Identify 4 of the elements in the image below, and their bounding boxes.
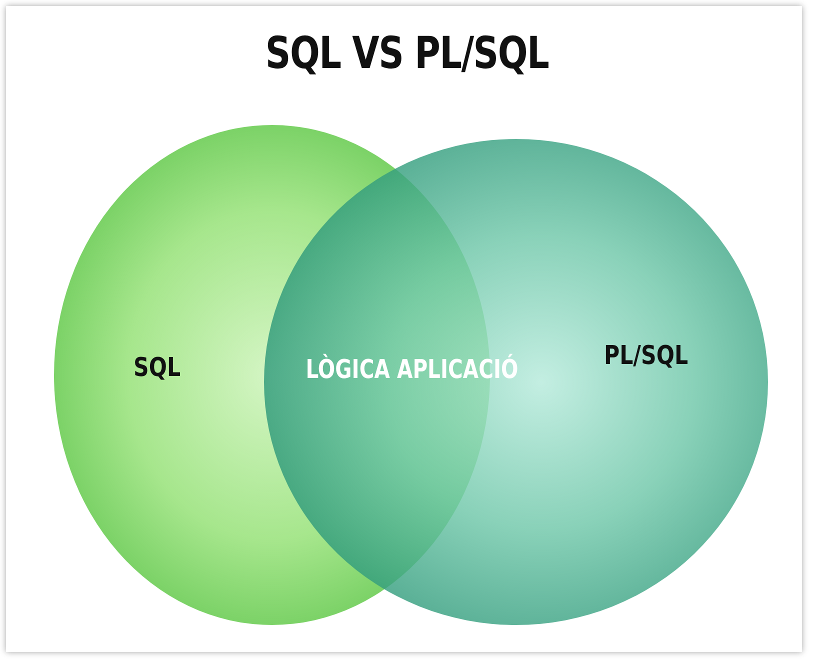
overlap-label: LÒGICA APLICACIÓ bbox=[306, 355, 518, 385]
circle-label: SQL bbox=[133, 353, 181, 383]
title: SQL VS PL/SQL bbox=[264, 28, 550, 79]
circle-label: PL/SQL bbox=[604, 341, 688, 371]
